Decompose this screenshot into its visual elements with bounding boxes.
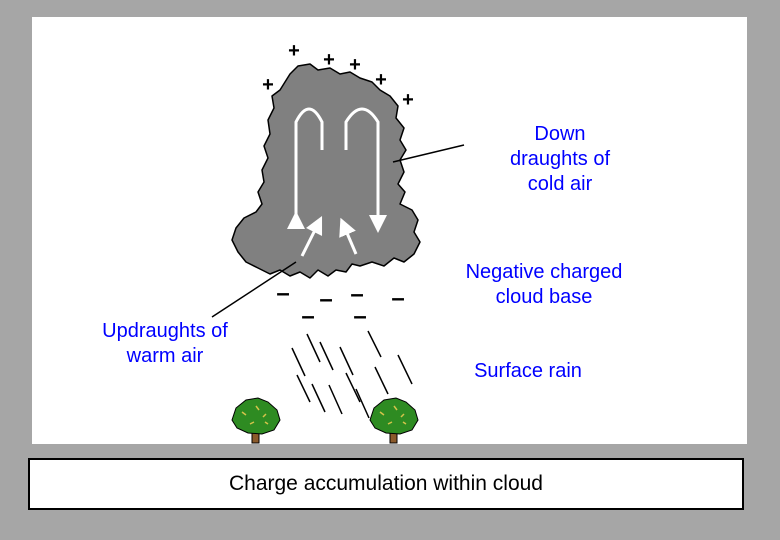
rain-streak (374, 366, 389, 395)
rain-streak (397, 354, 413, 385)
label-downdraughts: Down draughts of cold air (509, 123, 611, 195)
leader-line-updraughts (211, 261, 297, 318)
rain-streak (345, 372, 361, 403)
negative-charge: – (391, 285, 404, 312)
leader-line-downdraughts (392, 144, 465, 163)
cloud-icon (231, 63, 421, 279)
negative-charge: – (350, 281, 363, 308)
label-surface-rain: Surface rain (474, 360, 582, 382)
caption-text: Charge accumulation within cloud (228, 472, 543, 495)
downdraught-arrow (287, 107, 324, 229)
rain-streak (367, 330, 382, 358)
rain-streak (311, 383, 326, 413)
positive-charge: + (349, 54, 361, 76)
label-updraughts: Updraughts of warm air (102, 320, 228, 367)
rain-streak (291, 347, 306, 377)
rain-streak (319, 341, 334, 371)
rain-streak (339, 346, 354, 376)
caption-box: Charge accumulation within cloud (28, 458, 744, 510)
rain-streak (328, 384, 343, 415)
updraught-arrow (300, 215, 323, 257)
tree-icon (231, 397, 281, 444)
rain-streak (306, 333, 321, 363)
positive-charge: + (288, 40, 300, 62)
negative-charge: – (319, 286, 332, 313)
downdraught-arrow (344, 107, 387, 233)
rain-streak (296, 374, 311, 403)
rain-streak (355, 388, 370, 419)
positive-charge: + (323, 49, 335, 71)
tree-icon (369, 397, 419, 444)
positive-charge: + (402, 89, 414, 111)
negative-charge: – (353, 303, 366, 330)
negative-charge: – (301, 303, 314, 330)
rain-streaks (291, 330, 413, 419)
positive-charge: + (262, 74, 274, 96)
negative-charge: – (276, 280, 289, 307)
label-negative-cloud-base: Negative charged cloud base (465, 261, 623, 308)
positive-charge: + (375, 69, 387, 91)
updraught-arrow (339, 217, 358, 255)
